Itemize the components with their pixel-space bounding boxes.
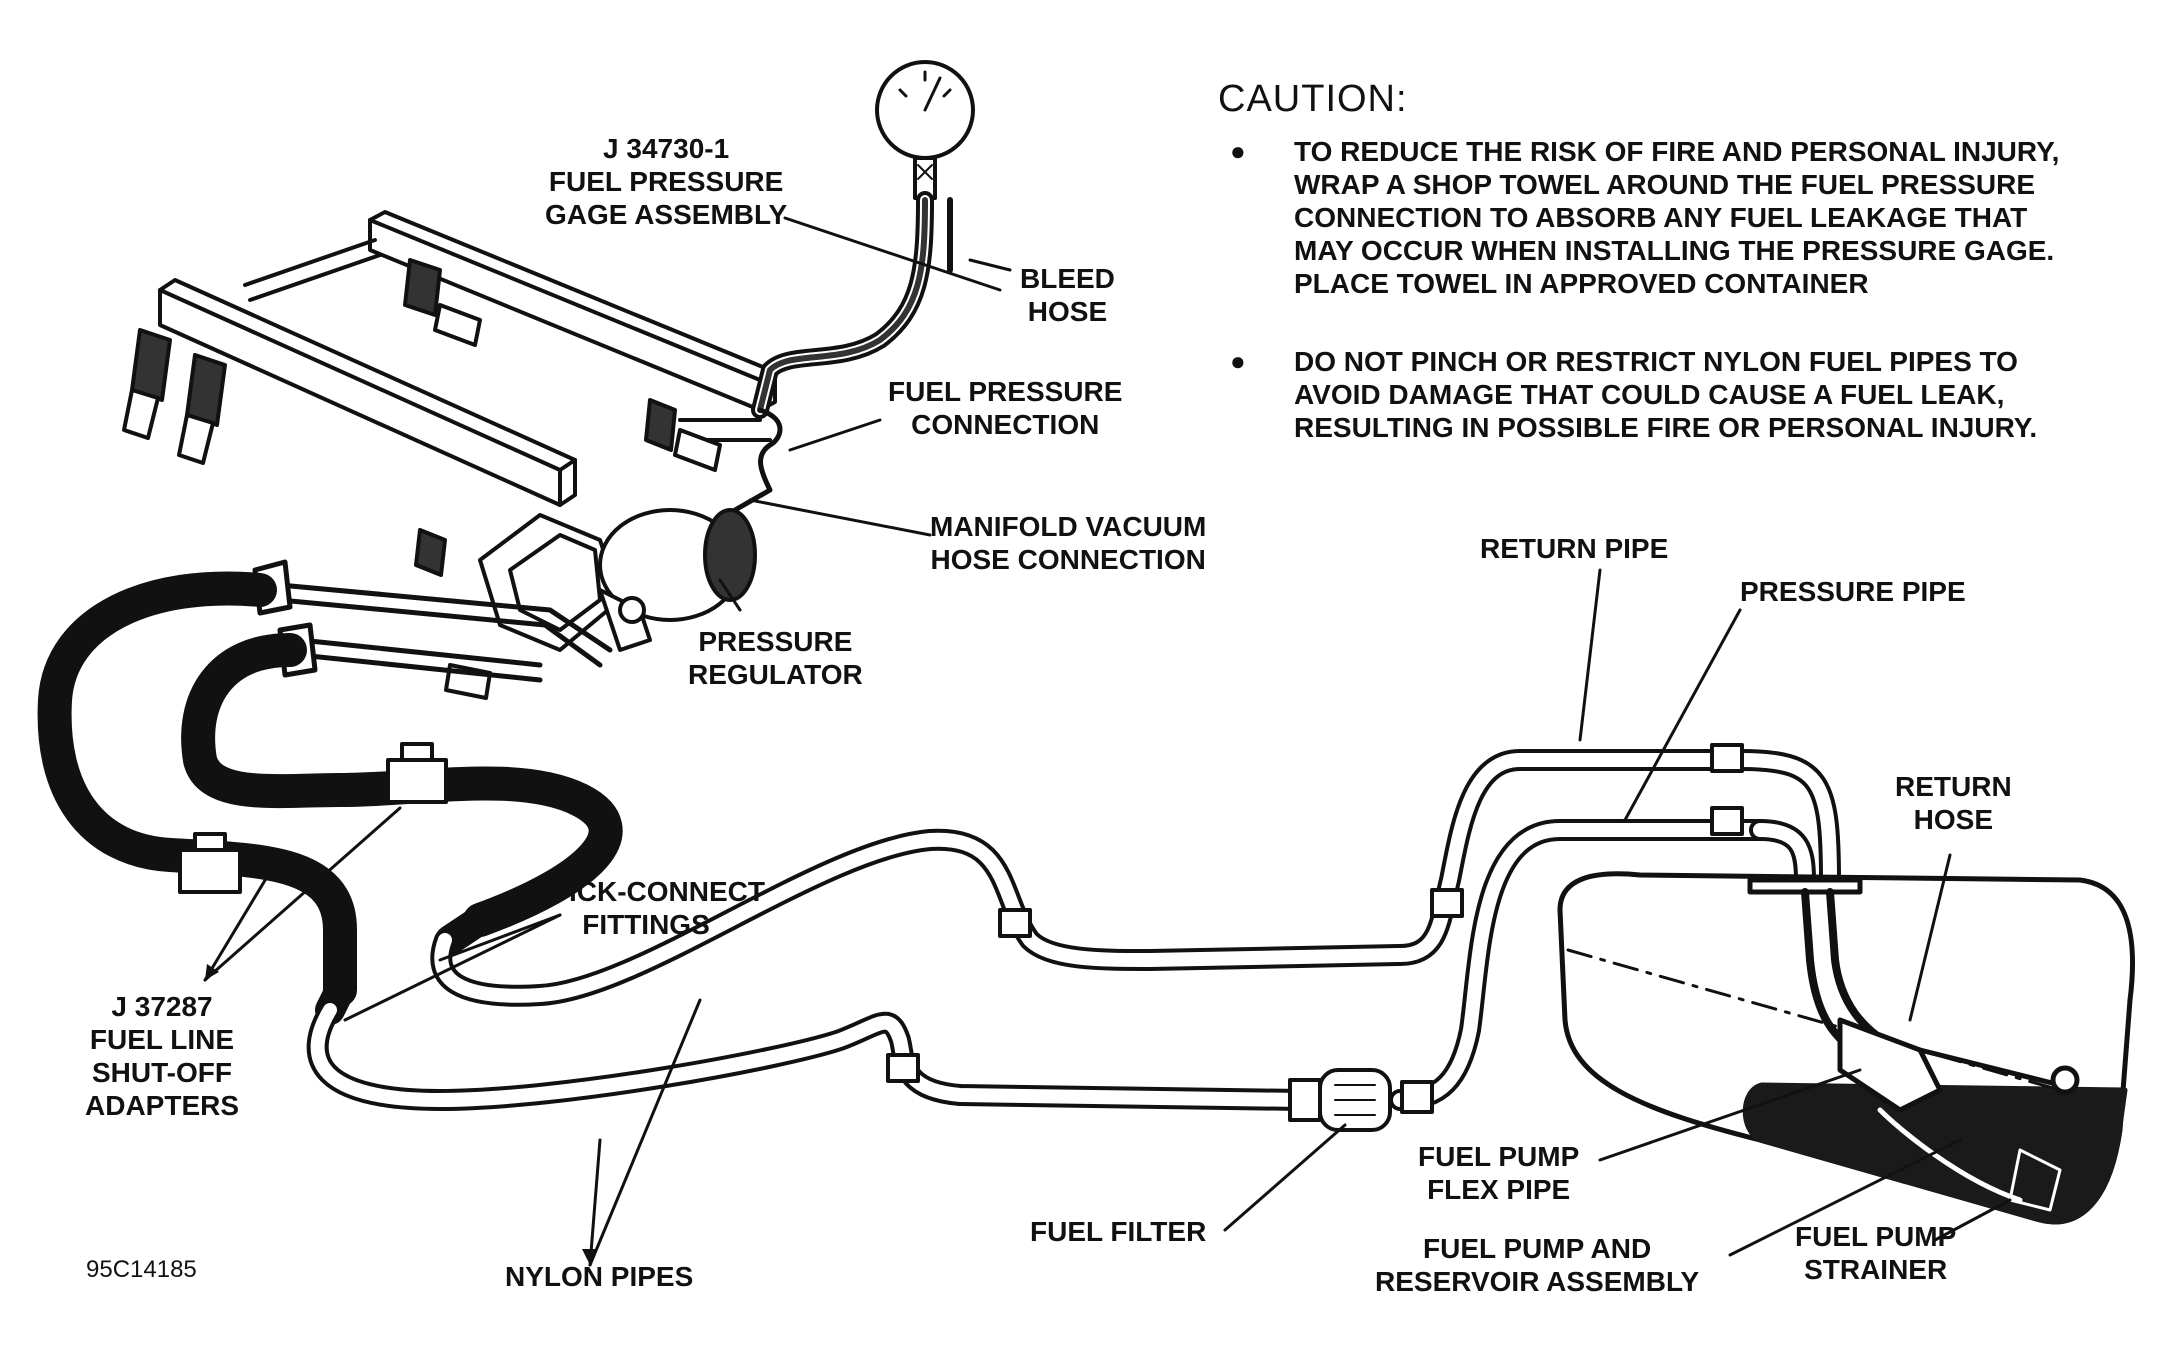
caution-line: RESULTING IN POSSIBLE FIRE OR PERSONAL I… — [1294, 412, 2038, 443]
shutoff-adapters — [178, 742, 448, 894]
label-line: J 34730-1 — [603, 133, 730, 164]
label-line: FITTINGS — [582, 909, 710, 940]
black-hoses — [37, 571, 623, 1025]
caution-line: AVOID DAMAGE THAT COULD CAUSE A FUEL LEA… — [1294, 379, 2005, 410]
caution-line: CONNECTION TO ABSORB ANY FUEL LEAKAGE TH… — [1294, 202, 2028, 233]
label-flex-pipe: FUEL PUMP FLEX PIPE — [1418, 1140, 1579, 1206]
label-line: BLEED — [1020, 263, 1115, 294]
fuel-rail — [158, 210, 777, 507]
label-line: HOSE — [1027, 296, 1108, 327]
label-line: FLEX PIPE — [1427, 1174, 1571, 1205]
figure-id: 95C14185 — [86, 1256, 197, 1283]
label-line: PRESSURE — [698, 626, 853, 657]
label-bleed-hose: BLEED HOSE — [1020, 262, 1115, 328]
caution-line: DO NOT PINCH OR RESTRICT NYLON FUEL PIPE… — [1294, 346, 2018, 377]
label-line: CONNECTION — [911, 409, 1100, 440]
caution-title: CAUTION: — [1218, 78, 1408, 120]
label-line: QUICK-CONNECT — [527, 876, 765, 907]
caution-line: WRAP A SHOP TOWEL AROUND THE FUEL PRESSU… — [1294, 169, 2036, 200]
label-line: RETURN PIPE — [1480, 533, 1669, 564]
label-pressure-pipe: PRESSURE PIPE — [1740, 575, 1966, 608]
bullet: ● — [1230, 346, 1246, 376]
nylon-pipes — [306, 749, 1841, 1111]
injectors — [122, 258, 722, 700]
pipe-clips — [886, 743, 1744, 1114]
label-line: ADAPTERS — [85, 1090, 240, 1121]
label-line: FUEL PRESSURE — [548, 166, 784, 197]
label-line: NYLON PIPES — [505, 1261, 694, 1292]
label-line: RETURN — [1895, 771, 2012, 802]
label-line: FUEL PUMP — [1795, 1221, 1957, 1252]
label-line: HOSE CONNECTION — [930, 544, 1206, 575]
caution-line: TO REDUCE THE RISK OF FIRE AND PERSONAL … — [1294, 136, 2060, 167]
label-line: STRAINER — [1804, 1254, 1948, 1285]
label-line: FUEL PRESSURE — [888, 376, 1123, 407]
label-line: SHUT-OFF — [92, 1057, 232, 1088]
fuel-filter — [1288, 1068, 1392, 1132]
pressure-gage — [732, 60, 975, 513]
label-line: FUEL PUMP AND — [1423, 1233, 1652, 1264]
label-line: J 37287 — [111, 991, 213, 1022]
label-pump-strainer: FUEL PUMP STRAINER — [1795, 1220, 1956, 1286]
label-nylon-pipes: NYLON PIPES — [505, 1260, 693, 1293]
label-return-pipe: RETURN PIPE — [1480, 532, 1668, 565]
label-line: FUEL FILTER — [1030, 1216, 1207, 1247]
label-manifold-vacuum: MANIFOLD VACUUM HOSE CONNECTION — [930, 510, 1206, 576]
fuel-tank — [1557, 871, 2136, 1225]
label-line: REGULATOR — [688, 659, 863, 690]
label-gage-assembly: J 34730-1 FUEL PRESSURE GAGE ASSEMBLY — [545, 132, 787, 231]
label-return-hose: RETURN HOSE — [1895, 770, 2012, 836]
label-quick-connect: QUICK-CONNECT FITTINGS — [527, 875, 765, 941]
arrow-heads — [205, 964, 596, 1265]
leader-lines — [203, 216, 2012, 1267]
caution-line: PLACE TOWEL IN APPROVED CONTAINER — [1294, 268, 1869, 299]
label-line: MANIFOLD VACUUM — [930, 511, 1207, 542]
label-shutoff-adapters: J 37287 FUEL LINE SHUT-OFF ADAPTERS — [85, 990, 239, 1122]
label-line: RESERVOIR ASSEMBLY — [1375, 1266, 1700, 1297]
label-line: FUEL LINE — [89, 1024, 235, 1055]
label-fuel-pressure-connection: FUEL PRESSURE CONNECTION — [888, 375, 1122, 441]
label-fuel-filter: FUEL FILTER — [1030, 1215, 1206, 1248]
label-pump-reservoir: FUEL PUMP AND RESERVOIR ASSEMBLY — [1375, 1232, 1699, 1298]
bullet: ● — [1230, 136, 1246, 166]
caution-line: MAY OCCUR WHEN INSTALLING THE PRESSURE G… — [1294, 235, 2055, 266]
label-pressure-regulator: PRESSURE REGULATOR — [688, 625, 863, 691]
label-line: PRESSURE PIPE — [1740, 576, 1966, 607]
label-line: FUEL PUMP — [1418, 1141, 1580, 1172]
label-line: HOSE — [1913, 804, 1994, 835]
label-line: GAGE ASSEMBLY — [545, 199, 788, 230]
